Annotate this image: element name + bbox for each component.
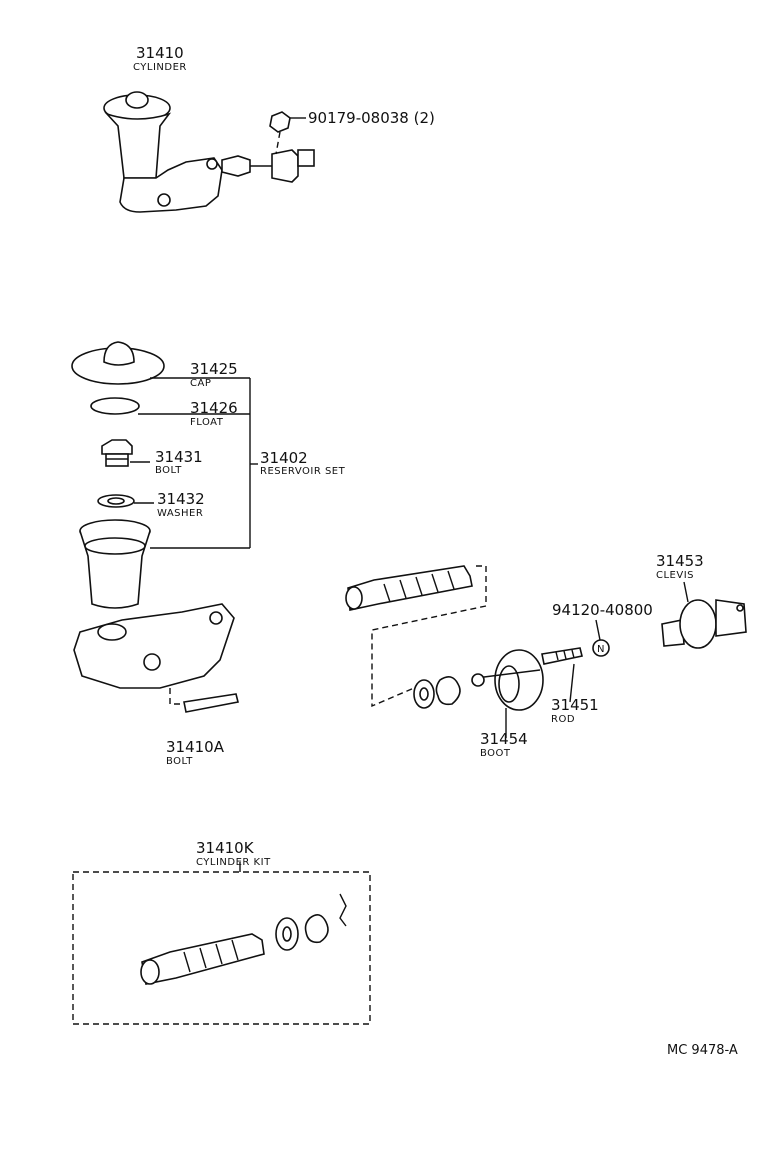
reservoir-set-bracket bbox=[130, 377, 258, 549]
part-number: 31431 bbox=[155, 448, 203, 466]
part-name: BOLT bbox=[166, 756, 193, 767]
part-number: 94120-40800 bbox=[552, 601, 653, 619]
rod-boot-clevis-drawing: N bbox=[345, 565, 747, 738]
part-name: FLOAT bbox=[190, 417, 224, 428]
label-94120-40800: 94120-40800 bbox=[552, 601, 653, 619]
label-31426: 31426 FLOAT bbox=[190, 399, 238, 428]
cylinder-assembly-drawing bbox=[103, 91, 315, 213]
label-31431: 31431 BOLT bbox=[155, 448, 203, 476]
reservoir-parts-drawing bbox=[71, 341, 239, 713]
part-number: 31453 bbox=[656, 552, 704, 570]
part-name: BOLT bbox=[155, 465, 182, 476]
label-90179-08038: 90179-08038 (2) bbox=[308, 109, 435, 127]
diagram-code: MC 9478-A bbox=[667, 1043, 738, 1058]
n-marker: N bbox=[597, 644, 605, 655]
part-number: 31451 bbox=[551, 696, 599, 714]
label-31451: 31451 ROD bbox=[551, 696, 599, 725]
cylinder-kit-drawing bbox=[72, 862, 371, 1025]
part-number: 31410K bbox=[196, 839, 255, 857]
part-number: 31410 bbox=[136, 44, 184, 62]
part-name: CAP bbox=[190, 378, 211, 389]
label-31454: 31454 BOOT bbox=[480, 730, 528, 759]
part-number: 31425 bbox=[190, 360, 238, 378]
part-name: WASHER bbox=[157, 508, 203, 519]
label-31402: 31402 RESERVOIR SET bbox=[260, 449, 346, 477]
label-31432: 31432 WASHER bbox=[157, 490, 205, 519]
part-name: RESERVOIR SET bbox=[260, 466, 346, 477]
part-name: CYLINDER KIT bbox=[196, 857, 271, 868]
part-name: CLEVIS bbox=[656, 570, 694, 581]
part-number: 31426 bbox=[190, 399, 238, 417]
part-number: 31432 bbox=[157, 490, 205, 508]
label-31410: 31410 CYLINDER bbox=[133, 44, 187, 73]
label-31425: 31425 CAP bbox=[190, 360, 238, 389]
part-number: 31402 bbox=[260, 449, 308, 467]
part-number: 90179-08038 (2) bbox=[308, 109, 435, 127]
part-name: BOOT bbox=[480, 748, 511, 759]
part-name: CYLINDER bbox=[133, 62, 187, 73]
label-31410K: 31410K CYLINDER KIT bbox=[196, 839, 271, 868]
label-31410A: 31410A BOLT bbox=[166, 738, 225, 767]
label-31453: 31453 CLEVIS bbox=[656, 552, 704, 581]
part-number: 31410A bbox=[166, 738, 225, 756]
part-name: ROD bbox=[551, 714, 575, 725]
part-number: 31454 bbox=[480, 730, 528, 748]
